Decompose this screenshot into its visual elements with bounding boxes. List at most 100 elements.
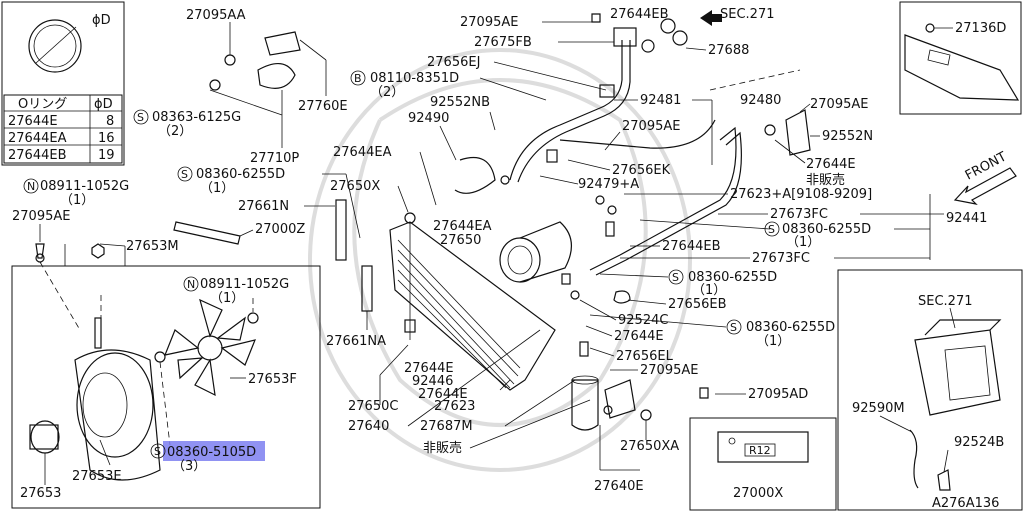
label-SEC271-a: SEC.271 xyxy=(720,7,775,22)
label-27095AA: 27095AA xyxy=(186,8,246,23)
label-08911-b: 08911-1052G xyxy=(200,277,289,292)
table-row-part: 27644E xyxy=(8,114,58,129)
label-27644E-c: 27644E xyxy=(806,157,856,172)
label-27095AD: 27095AD xyxy=(748,387,808,402)
circle-s-icon: S xyxy=(672,271,679,284)
front-arrow-icon xyxy=(953,167,1017,205)
circle-n-icon: N xyxy=(187,278,195,291)
label-08110: 08110-8351D xyxy=(370,71,459,86)
label-27000Z: 27000Z xyxy=(255,222,305,237)
label-27656EB: 27656EB xyxy=(668,297,727,312)
label-27661N: 27661N xyxy=(238,199,289,214)
label-08360-e: 08360-6255D xyxy=(746,320,835,335)
label-27644E-b: 27644E xyxy=(418,387,468,402)
label-92552NB: 92552NB xyxy=(430,95,490,110)
label-27653E: 27653E xyxy=(72,469,122,484)
label-qty: （1） xyxy=(200,181,234,196)
label-27675FB: 27675FB xyxy=(474,35,532,50)
label-27650X: 27650X xyxy=(330,179,380,194)
label-08363: 08363-6125G xyxy=(152,110,241,125)
label-27673FC-a: 27673FC xyxy=(770,207,828,222)
label-hihanbai-1: 非販売 xyxy=(806,172,845,188)
label-27095AE-a: 27095AE xyxy=(12,209,70,224)
diameter-label: ϕD xyxy=(92,13,111,28)
label-qty: （1） xyxy=(210,291,244,306)
label-27710P: 27710P xyxy=(250,151,299,166)
bracket-part xyxy=(209,31,301,91)
label-27623A: 27623+A[9108-9209] xyxy=(730,187,872,202)
bottom-right-inset xyxy=(837,269,1023,511)
label-08360-5105D: 08360-5105D xyxy=(167,445,256,460)
label-27095AE-c: 27095AE xyxy=(810,97,868,112)
watermark-emblem xyxy=(308,48,692,472)
label-08360-d: 08360-6255D xyxy=(688,270,777,285)
label-27653M: 27653M xyxy=(126,239,179,254)
small-fittings xyxy=(500,149,617,357)
label-27095AE-e: 27095AE xyxy=(640,363,698,378)
label-27656EK: 27656EK xyxy=(612,163,671,178)
label-92524B: 92524B xyxy=(954,435,1004,450)
circle-n-icon: N xyxy=(27,180,35,193)
oring-table: ϕD Oリング ϕD 27644E 8 27644EA 16 27644EB 1… xyxy=(1,1,125,166)
label-27653F: 27653F xyxy=(248,372,297,387)
label-27673FC-b: 27673FC xyxy=(752,251,810,266)
top-right-inset xyxy=(899,1,1022,115)
label-27623: 27623 xyxy=(434,399,475,414)
label-27656EJ: 27656EJ xyxy=(427,55,480,70)
label-27644E-a: 27644E xyxy=(404,361,454,376)
label-27650: 27650 xyxy=(440,233,481,248)
fan-blade-icon xyxy=(164,298,256,397)
label-27136D: 27136D xyxy=(955,21,1006,36)
label-27000X: 27000X xyxy=(733,486,783,501)
label-qty: （2） xyxy=(158,124,192,139)
label-92524C: 92524C xyxy=(618,313,668,328)
circle-s-icon: S xyxy=(154,445,161,458)
label-08360-c: 08360-6255D xyxy=(782,222,871,237)
label-92480: 92480 xyxy=(740,93,781,108)
label-qty: （1） xyxy=(692,283,726,298)
label-qty: （1） xyxy=(60,193,94,208)
table-row-d: 19 xyxy=(98,148,115,163)
label-92441: 92441 xyxy=(946,211,987,226)
label-92481: 92481 xyxy=(640,93,681,108)
circle-s-icon: S xyxy=(768,223,775,236)
arrow-right-icon xyxy=(700,10,722,26)
label-27760E: 27760E xyxy=(298,99,348,114)
circle-s-icon: S xyxy=(730,321,737,334)
table-header-d: ϕD xyxy=(94,97,113,112)
label-27656EL: 27656EL xyxy=(616,349,674,364)
label-27661NA: 27661NA xyxy=(326,334,386,349)
label-27688: 27688 xyxy=(708,43,749,58)
receiver-drier-part xyxy=(571,375,652,431)
table-row-part: 27644EA xyxy=(8,131,67,146)
label-92590M: 92590M xyxy=(852,401,905,416)
label-qty: （3） xyxy=(172,459,206,474)
label-27644EB-a: 27644EB xyxy=(610,7,669,22)
table-header-oring: Oリング xyxy=(18,97,67,112)
label-27687M: 27687M xyxy=(420,419,473,434)
table-row-d: 8 xyxy=(106,114,114,129)
label-27650C: 27650C xyxy=(348,399,398,414)
label-08911-a: 08911-1052G xyxy=(40,179,129,194)
label-92490: 92490 xyxy=(408,111,449,126)
r12-label: R12 xyxy=(749,444,771,457)
label-27640E: 27640E xyxy=(594,479,644,494)
label-27095AE-b: 27095AE xyxy=(460,15,518,30)
label-27644E-d: 27644E xyxy=(614,329,664,344)
label-front: FRONT xyxy=(963,149,1009,183)
fan-assembly-box xyxy=(11,265,321,509)
label-27644EB-b: 27644EB xyxy=(662,239,721,254)
label-qty: （1） xyxy=(786,235,820,250)
label-08360-a: 08360-6255D xyxy=(196,167,285,182)
label-92446: 92446 xyxy=(412,374,453,389)
label-qty: （1） xyxy=(756,334,790,349)
label-SEC271-b: SEC.271 xyxy=(918,294,973,309)
circle-s-icon: S xyxy=(137,111,144,124)
label-27644EA-b: 27644EA xyxy=(433,219,492,234)
label-27650XA: 27650XA xyxy=(620,439,679,454)
circle-s-icon: S xyxy=(181,168,188,181)
label-92552N: 92552N xyxy=(822,129,873,144)
hose-parts xyxy=(454,18,811,276)
label-27644EA-a: 27644EA xyxy=(333,145,392,160)
